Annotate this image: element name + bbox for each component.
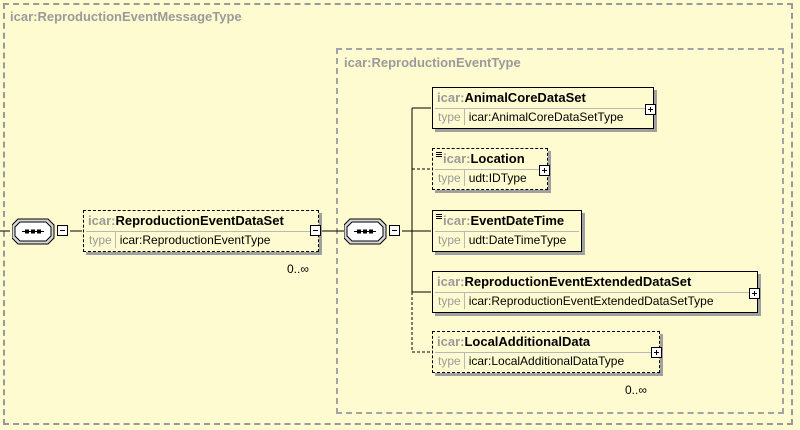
element-prefix: icar: xyxy=(437,334,465,349)
expand-toggle-icon[interactable] xyxy=(539,165,550,176)
type-value: icar:ReproductionEventType xyxy=(119,233,271,247)
type-value: icar:ReproductionEventExtendedDataSetTyp… xyxy=(468,294,714,308)
type-label: type xyxy=(435,232,465,248)
cardinality-label: 0..∞ xyxy=(287,262,309,276)
cardinality-label: 0..∞ xyxy=(625,383,647,397)
element-label: AnimalCoreDataSet xyxy=(464,90,586,105)
type-label: type xyxy=(435,170,465,186)
sequence-compositor-icon[interactable] xyxy=(11,218,55,245)
type-value: icar:LocalAdditionalDataType xyxy=(468,354,625,368)
element-name: icar:ReproductionEventDataSet xyxy=(84,211,318,231)
complex-type-frame-outer xyxy=(3,3,793,425)
type-label: type xyxy=(435,353,465,369)
documentation-icon xyxy=(436,152,442,158)
inner-frame-title: icar:ReproductionEventType xyxy=(344,55,521,70)
element-prefix: icar: xyxy=(437,274,465,289)
element-reproduction-event-extended-data-set[interactable]: icar:ReproductionEventExtendedDataSet ty… xyxy=(432,271,758,313)
element-label: LocalAdditionalData xyxy=(464,334,591,349)
element-label: ReproductionEventExtendedDataSet xyxy=(464,274,692,289)
expand-toggle-icon[interactable] xyxy=(651,347,662,358)
sequence-compositor-icon[interactable] xyxy=(343,218,387,245)
type-label: type xyxy=(86,232,116,248)
expand-toggle-icon[interactable] xyxy=(645,104,656,115)
type-label: type xyxy=(435,109,465,125)
element-label: Location xyxy=(470,151,525,166)
element-prefix: icar: xyxy=(88,213,116,228)
type-value: udt:IDType xyxy=(468,171,527,185)
documentation-icon xyxy=(436,214,442,220)
element-label: ReproductionEventDataSet xyxy=(115,213,284,228)
outer-frame-title: icar:ReproductionEventMessageType xyxy=(10,9,242,24)
type-value: icar:AnimalCoreDataSetType xyxy=(468,110,624,124)
collapse-toggle-icon[interactable] xyxy=(310,225,321,236)
element-prefix: icar: xyxy=(437,90,465,105)
element-label: EventDateTime xyxy=(470,213,565,228)
type-label: type xyxy=(435,293,465,309)
collapse-toggle-icon[interactable] xyxy=(57,225,68,236)
collapse-toggle-icon[interactable] xyxy=(389,225,400,236)
expand-toggle-icon[interactable] xyxy=(749,288,760,299)
type-value: udt:DateTimeType xyxy=(468,233,567,247)
element-prefix: icar: xyxy=(443,213,471,228)
element-prefix: icar: xyxy=(443,151,471,166)
